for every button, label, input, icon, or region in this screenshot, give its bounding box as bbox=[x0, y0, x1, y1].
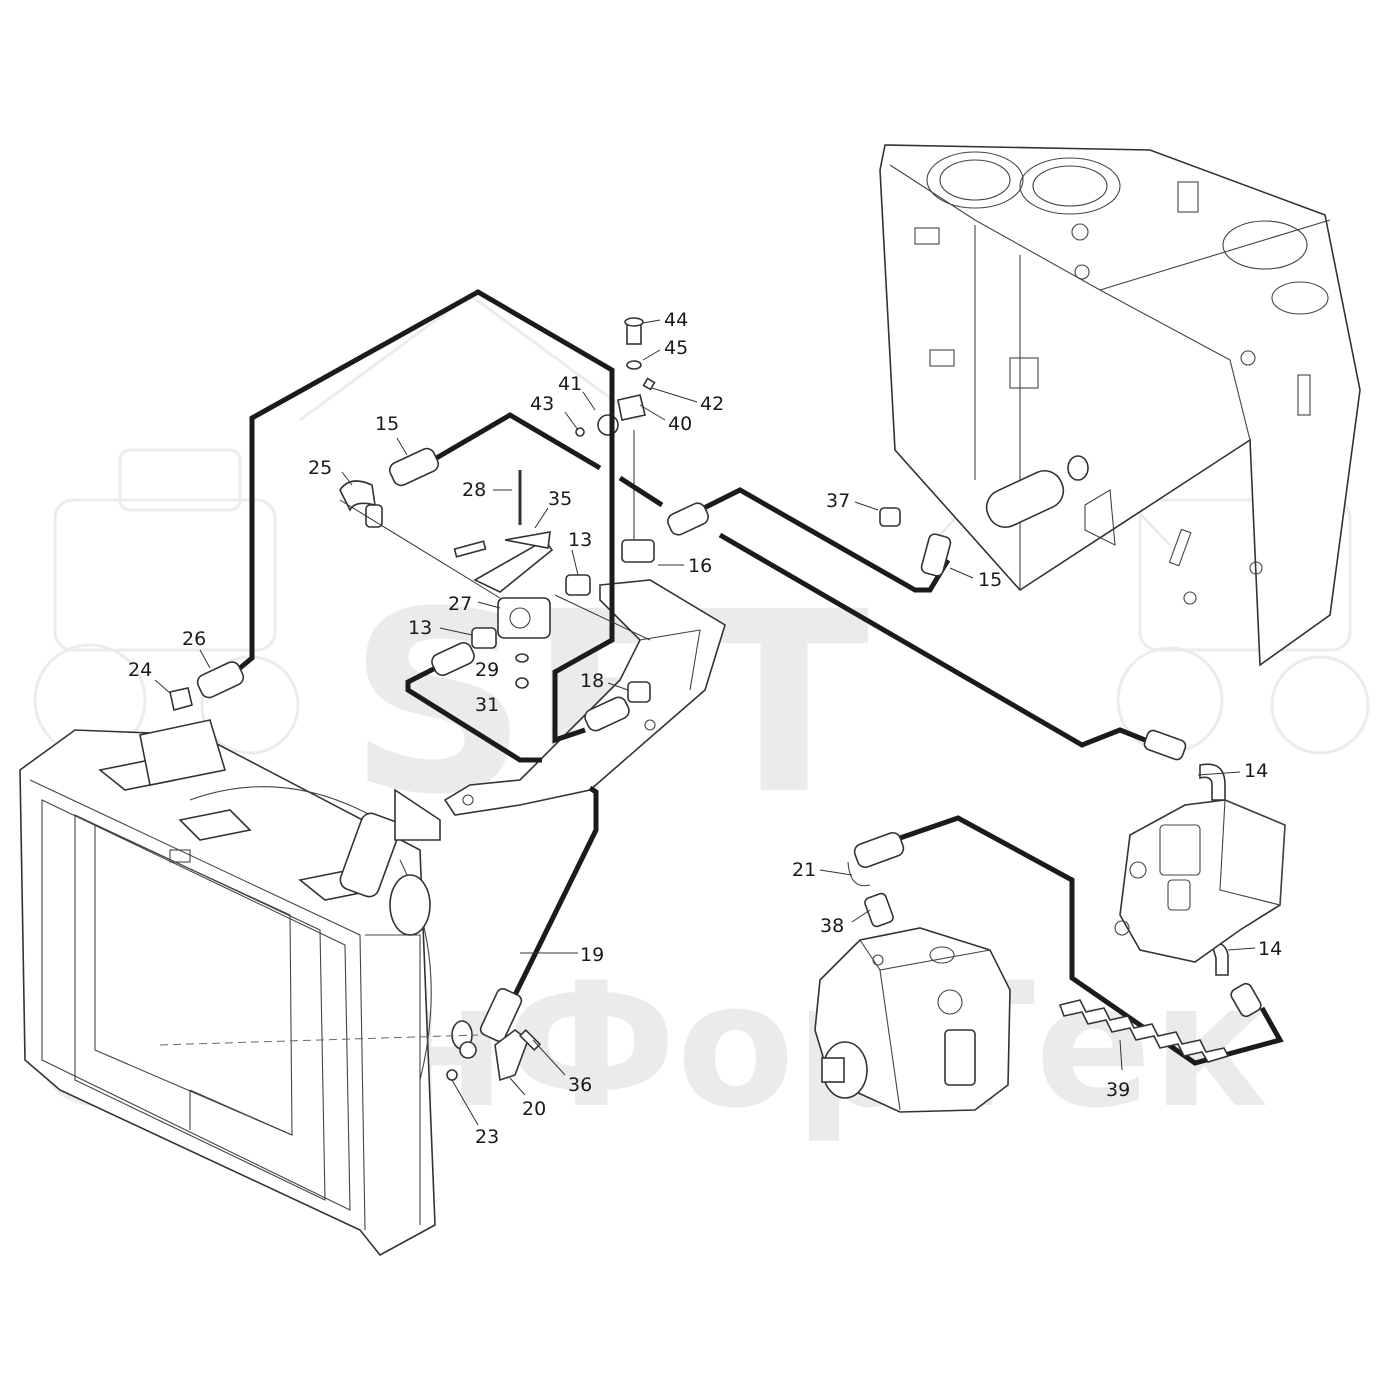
callout-25: 25 bbox=[308, 457, 332, 479]
callout-14-lower: 14 bbox=[1258, 938, 1282, 960]
fittings-upper bbox=[575, 317, 656, 540]
callout-39: 39 bbox=[1106, 1079, 1130, 1101]
hoses bbox=[238, 289, 1284, 1066]
callout-44: 44 bbox=[664, 309, 688, 331]
hose-14-long bbox=[718, 532, 1151, 748]
callout-43: 43 bbox=[530, 393, 554, 415]
callout-21: 21 bbox=[792, 859, 816, 881]
drive-motor bbox=[1114, 799, 1286, 963]
hose-19 bbox=[512, 785, 599, 997]
callout-24: 24 bbox=[128, 659, 152, 681]
tractor-frame bbox=[879, 144, 1361, 667]
hose-upper-loop bbox=[238, 289, 615, 744]
callout-16: 16 bbox=[688, 555, 712, 577]
callout-13-upper: 13 bbox=[568, 529, 592, 551]
callout-42: 42 bbox=[700, 393, 724, 415]
mounting-bracket bbox=[443, 579, 726, 816]
hydraulic-pump bbox=[814, 927, 1011, 1113]
radiator-assembly bbox=[19, 719, 441, 1257]
hose-15-short bbox=[618, 475, 664, 508]
callout-31: 31 bbox=[475, 694, 499, 716]
callout-13-lower: 13 bbox=[408, 617, 432, 639]
callout-41: 41 bbox=[558, 373, 582, 395]
watermark-tractor-left bbox=[33, 448, 300, 757]
callout-18: 18 bbox=[580, 670, 604, 692]
callout-45: 45 bbox=[664, 337, 688, 359]
valve-assembly bbox=[453, 470, 554, 689]
spring-guard bbox=[1058, 999, 1230, 1063]
callout-37: 37 bbox=[826, 490, 850, 512]
callout-27: 27 bbox=[448, 593, 472, 615]
callout-26: 26 bbox=[182, 628, 206, 650]
hose-13-lower bbox=[405, 655, 542, 763]
callout-14-upper: 14 bbox=[1244, 760, 1268, 782]
hose-15-right bbox=[698, 487, 951, 593]
callout-40: 40 bbox=[668, 413, 692, 435]
callout-19: 19 bbox=[580, 944, 604, 966]
hose-21 bbox=[899, 815, 1284, 1066]
callout-23: 23 bbox=[475, 1126, 499, 1148]
callout-36: 36 bbox=[568, 1074, 592, 1096]
hose-ends bbox=[169, 447, 1262, 1082]
callout-15-upper: 15 bbox=[375, 413, 399, 435]
callout-20: 20 bbox=[522, 1098, 546, 1120]
callout-38: 38 bbox=[820, 915, 844, 937]
callout-15-right: 15 bbox=[978, 569, 1002, 591]
callout-28: 28 bbox=[462, 479, 486, 501]
callout-labels: 44 45 41 42 43 40 15 25 28 35 13 16 37 1… bbox=[128, 309, 1282, 1148]
hose-15-upper bbox=[431, 412, 602, 471]
callout-35: 35 bbox=[548, 488, 572, 510]
callout-29: 29 bbox=[475, 659, 499, 681]
leader-lines bbox=[154, 319, 1256, 1126]
